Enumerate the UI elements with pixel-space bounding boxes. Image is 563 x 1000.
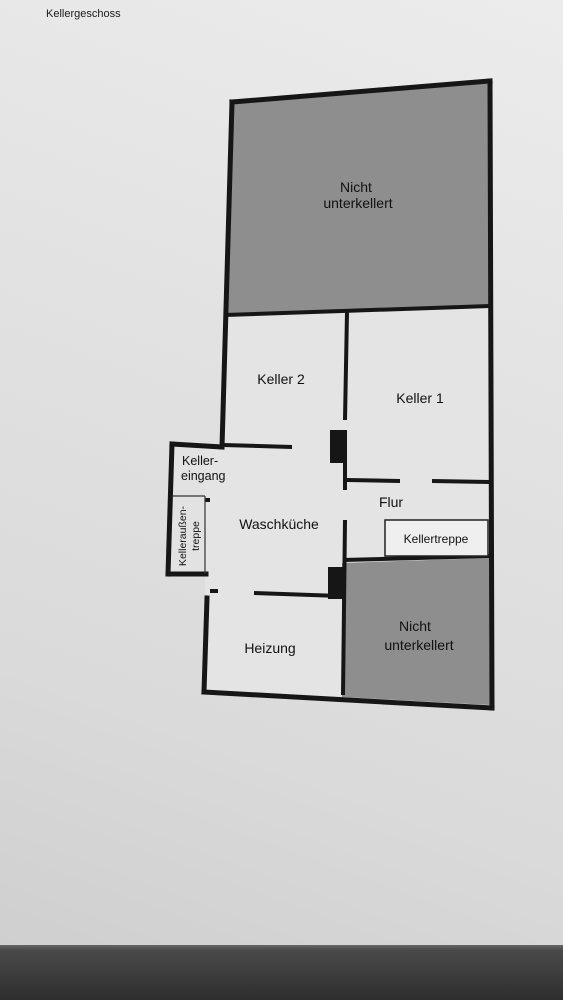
flur-label: Flur <box>379 494 403 510</box>
nicht-unterkellert-top-label-1: Nicht <box>340 179 372 195</box>
nicht-unterkellert-top-label-2: unterkellert <box>323 195 392 211</box>
kellereingang-area <box>170 446 205 573</box>
kelleraussentreppe-label-1: Kelleraußen- <box>177 505 189 566</box>
chimney-block-lower <box>328 567 344 599</box>
nicht-unterkellert-bottom-label-1: Nicht <box>399 618 431 634</box>
nicht-unterkellert-bottom-label-2: unterkellert <box>384 637 453 653</box>
interior-walls <box>205 304 491 696</box>
chimney-block-upper <box>330 430 347 463</box>
page-title: Kellergeschoss <box>46 8 121 20</box>
kellertreppe-box <box>384 519 489 557</box>
nicht-unterkellert-bottom-area <box>342 558 490 705</box>
kellereingang-label-1: Keller- <box>182 454 218 468</box>
kelleraussentreppe-label-2: treppe <box>190 521 202 551</box>
keller2-label: Keller 2 <box>257 371 305 387</box>
waschkueche-label: Waschküche <box>239 516 319 532</box>
kellereingang-label-2: eingang <box>181 469 226 483</box>
heizung-label: Heizung <box>244 640 295 656</box>
keller1-label: Keller 1 <box>396 390 444 406</box>
nicht-unterkellert-top-area <box>225 81 490 315</box>
outer-walls <box>165 78 495 711</box>
kellertreppe-label: Kellertreppe <box>404 532 469 546</box>
